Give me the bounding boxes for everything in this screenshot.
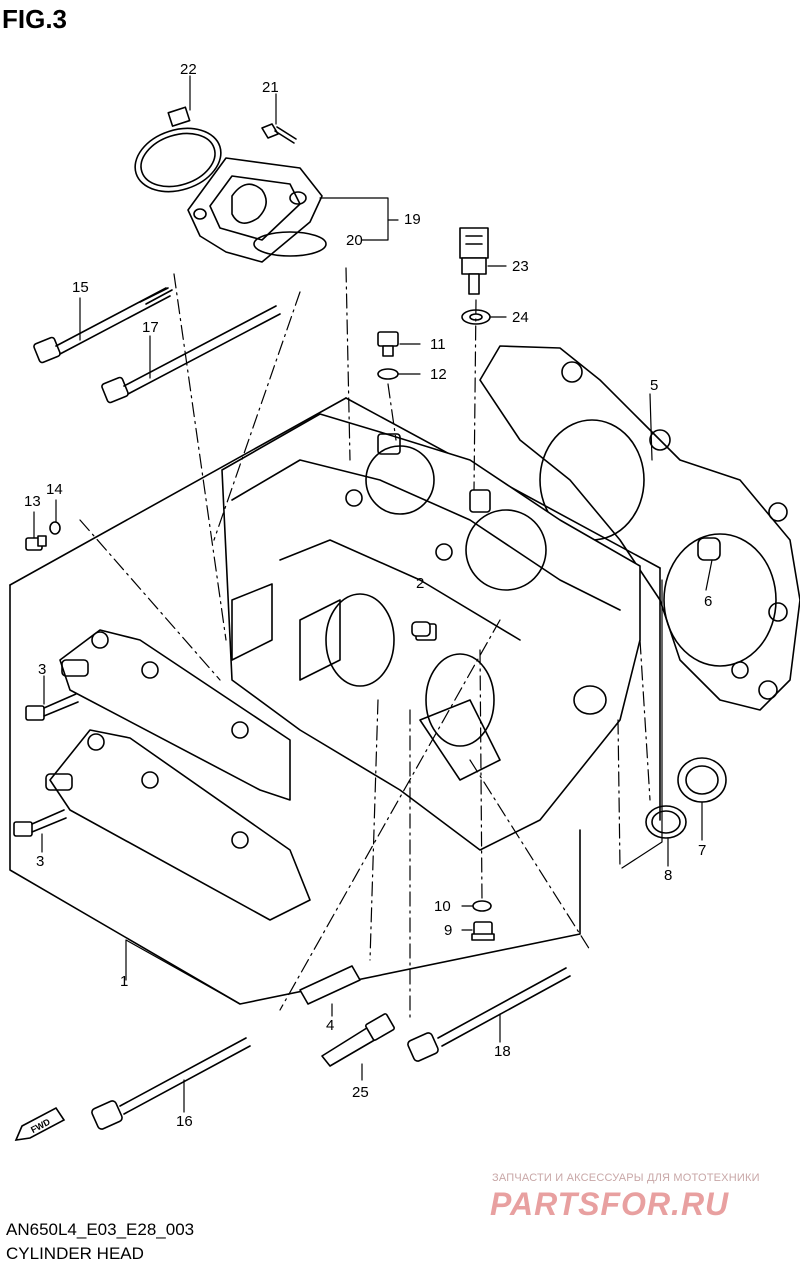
long-bolt-part-18 [407, 967, 571, 1062]
plug-part-13 [25, 535, 47, 551]
bolt-small-part [261, 123, 297, 144]
callout-24: 24 [512, 309, 529, 326]
gasket-bracket-line [621, 579, 663, 869]
dowel-pin-part-2 [411, 621, 431, 637]
washer-part-10 [472, 900, 492, 912]
callout-16: 16 [176, 1113, 193, 1130]
thermostat-housing-part [187, 157, 323, 263]
callout-6: 6 [704, 593, 713, 610]
leader-lines [33, 75, 713, 1113]
callout-10: 10 [434, 898, 451, 915]
seal-part-14 [49, 521, 61, 535]
bolt-part-3-lower [13, 809, 67, 837]
callout-14: 14 [46, 481, 63, 498]
figure-title: FIG.3 [2, 4, 68, 34]
guide-part-4 [299, 965, 361, 1005]
callout-23: 23 [512, 258, 529, 275]
temp-sensor-part [459, 227, 489, 295]
diagram-code: AN650L4_E03_E28_003 [6, 1220, 195, 1239]
callout-20: 20 [346, 232, 363, 249]
bolt-part-3-upper [25, 693, 79, 721]
watermark-caption: ЗАПЧАСТИ И АКСЕССУАРЫ ДЛЯ МОТОТЕХНИКИ [492, 1172, 760, 1184]
bolt-part-9 [471, 921, 495, 941]
diagram-name: CYLINDER HEAD [6, 1244, 144, 1263]
spark-plug-part-25 [321, 1013, 395, 1067]
callout-21: 21 [262, 79, 279, 96]
callout-9: 9 [444, 922, 453, 939]
long-bolt-part-15 [33, 287, 173, 364]
alignment-lines [79, 267, 651, 1019]
long-bolt-part-17 [101, 305, 281, 404]
o-ring-part [253, 231, 327, 257]
callout-22: 22 [180, 61, 197, 78]
cylinder-head-body [221, 413, 641, 851]
callout-5: 5 [650, 377, 659, 394]
callout-7: 7 [698, 842, 707, 859]
callout-3-upper: 3 [38, 661, 47, 678]
callout-19: 19 [404, 211, 421, 228]
camshaft-holder-lower [45, 729, 311, 921]
bolt-part-11 [377, 331, 399, 357]
callout-15: 15 [72, 279, 89, 296]
o-ring-part-8 [645, 805, 687, 839]
callout-17: 17 [142, 319, 159, 336]
fwd-arrow-icon: FWD [14, 1106, 66, 1141]
callout-4: 4 [326, 1017, 335, 1034]
callout-13: 13 [24, 493, 41, 510]
washer-part-12 [377, 368, 399, 380]
camshaft-holder-upper [59, 629, 291, 801]
dowel-pin-part-6 [697, 537, 721, 561]
hose-clamp-part [134, 106, 222, 193]
callout-2: 2 [416, 575, 425, 592]
long-bolt-part-16 [91, 1037, 251, 1130]
callout-1: 1 [120, 973, 129, 990]
callout-18: 18 [494, 1043, 511, 1060]
callout-25: 25 [352, 1084, 369, 1101]
watermark-logo: PARTSFOR.RU [490, 1186, 730, 1222]
callout-3-lower: 3 [36, 853, 45, 870]
callout-11: 11 [430, 336, 446, 353]
callout-8: 8 [664, 867, 673, 884]
callout-12: 12 [430, 366, 447, 383]
